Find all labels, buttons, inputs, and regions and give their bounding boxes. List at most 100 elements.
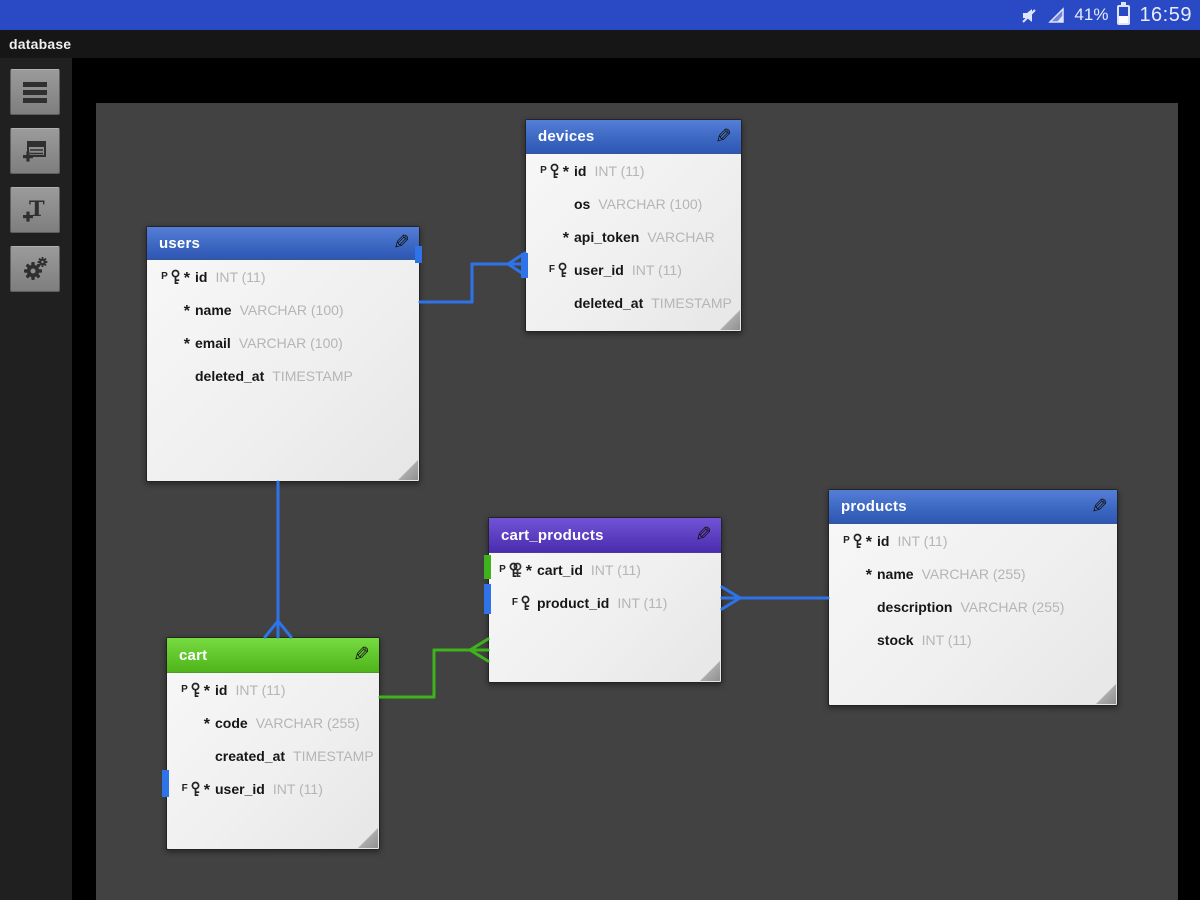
- menu-icon: [23, 81, 47, 103]
- edit-pencil-icon[interactable]: ✎: [695, 522, 712, 547]
- column-type: VARCHAR (100): [239, 301, 344, 318]
- foreign-key-icon: F *: [181, 781, 210, 799]
- table-header[interactable]: devices ✎: [526, 120, 741, 154]
- resize-handle[interactable]: [700, 661, 720, 681]
- column-flags: *: [865, 566, 872, 584]
- primary-key-icon: P *: [181, 682, 210, 700]
- column-name: os: [574, 195, 591, 212]
- resize-handle[interactable]: [358, 828, 378, 848]
- column-type: TIMESTAMP: [651, 294, 732, 311]
- app-title-bar: database: [0, 30, 1200, 58]
- column-row-name[interactable]: * name VARCHAR (255): [829, 557, 1117, 590]
- column-type: VARCHAR (100): [238, 334, 343, 351]
- column-name: cart_id: [537, 561, 583, 578]
- column-type: INT (11): [235, 681, 286, 698]
- column-type: INT (11): [215, 268, 266, 285]
- column-row-user_id[interactable]: F * user_id INT (11): [167, 772, 379, 805]
- column-type: INT (11): [594, 162, 645, 179]
- add-table-button[interactable]: [10, 128, 60, 174]
- mute-icon: [1022, 8, 1037, 23]
- resize-handle[interactable]: [398, 460, 418, 480]
- table-header[interactable]: users ✎: [147, 227, 419, 260]
- status-bar-time: 16:59: [1139, 3, 1192, 26]
- table-title: users: [159, 234, 201, 252]
- column-name: id: [877, 532, 890, 549]
- column-type: VARCHAR (255): [960, 598, 1065, 615]
- table-header[interactable]: products✎: [829, 490, 1117, 524]
- primary-key-icon: P *: [843, 533, 872, 551]
- battery-percent: 41%: [1074, 5, 1109, 24]
- edit-pencil-icon[interactable]: ✎: [393, 230, 410, 255]
- column-type: VARCHAR: [647, 228, 715, 245]
- add-table-icon: [23, 141, 46, 162]
- menu-button[interactable]: [10, 69, 60, 115]
- column-name: user_id: [215, 780, 265, 797]
- column-name: deleted_at: [574, 294, 644, 311]
- column-type: VARCHAR (100): [598, 195, 703, 212]
- primary-key-icon: P *: [540, 163, 569, 181]
- battery-icon: [1117, 2, 1131, 25]
- column-name: api_token: [574, 228, 640, 245]
- table-title: devices: [538, 128, 595, 145]
- edit-pencil-icon[interactable]: ✎: [353, 642, 370, 667]
- column-row-api_token[interactable]: * api_token VARCHAR: [526, 220, 741, 253]
- primary-key-icon: P *: [499, 562, 532, 580]
- column-name: id: [195, 268, 208, 285]
- settings-button[interactable]: [10, 246, 60, 292]
- column-type: INT (11): [617, 594, 668, 611]
- app-title: database: [9, 36, 72, 52]
- column-flags: *: [562, 229, 569, 247]
- column-row-cart_id[interactable]: P * cart_id INT (11): [489, 553, 721, 586]
- table-header[interactable]: cart ✎: [167, 638, 379, 673]
- key-glyph: [521, 595, 530, 610]
- column-name: email: [195, 334, 231, 351]
- table-title: cart_products: [501, 526, 604, 544]
- column-type: VARCHAR (255): [921, 565, 1026, 582]
- foreign-key-icon: F: [494, 595, 532, 611]
- foreign-key-icon: F: [531, 262, 569, 278]
- column-row-created_at[interactable]: created_at TIMESTAMP: [167, 739, 379, 772]
- column-name: description: [877, 598, 953, 615]
- column-type: TIMESTAMP: [272, 367, 353, 384]
- column-type: INT (11): [921, 631, 972, 648]
- column-row-description[interactable]: description VARCHAR (255): [829, 590, 1117, 623]
- key-glyph: [558, 262, 567, 277]
- column-name: name: [195, 301, 232, 318]
- edit-pencil-icon[interactable]: ✎: [1091, 493, 1108, 518]
- column-row-deleted_at[interactable]: deleted_at TIMESTAMP: [526, 286, 741, 319]
- add-text-button[interactable]: T: [10, 187, 60, 233]
- column-type: INT (11): [272, 780, 323, 797]
- table-title: cart: [179, 646, 208, 664]
- table-header[interactable]: cart_products ✎: [489, 518, 721, 553]
- column-row-email[interactable]: * email VARCHAR (100): [147, 326, 419, 359]
- column-name: created_at: [215, 747, 286, 764]
- edit-pencil-icon[interactable]: ✎: [715, 123, 732, 148]
- key-glyph: [550, 163, 559, 178]
- column-type: TIMESTAMP: [293, 747, 374, 764]
- column-type: INT (11): [590, 561, 641, 578]
- resize-handle[interactable]: [1096, 684, 1116, 704]
- key-glyph: [513, 562, 522, 577]
- column-name: code: [215, 714, 248, 731]
- column-row-os[interactable]: os VARCHAR (100): [526, 187, 741, 220]
- column-flags: *: [203, 715, 210, 733]
- column-name: name: [877, 565, 914, 582]
- column-type: INT (11): [631, 261, 682, 278]
- column-flags: *: [183, 335, 190, 353]
